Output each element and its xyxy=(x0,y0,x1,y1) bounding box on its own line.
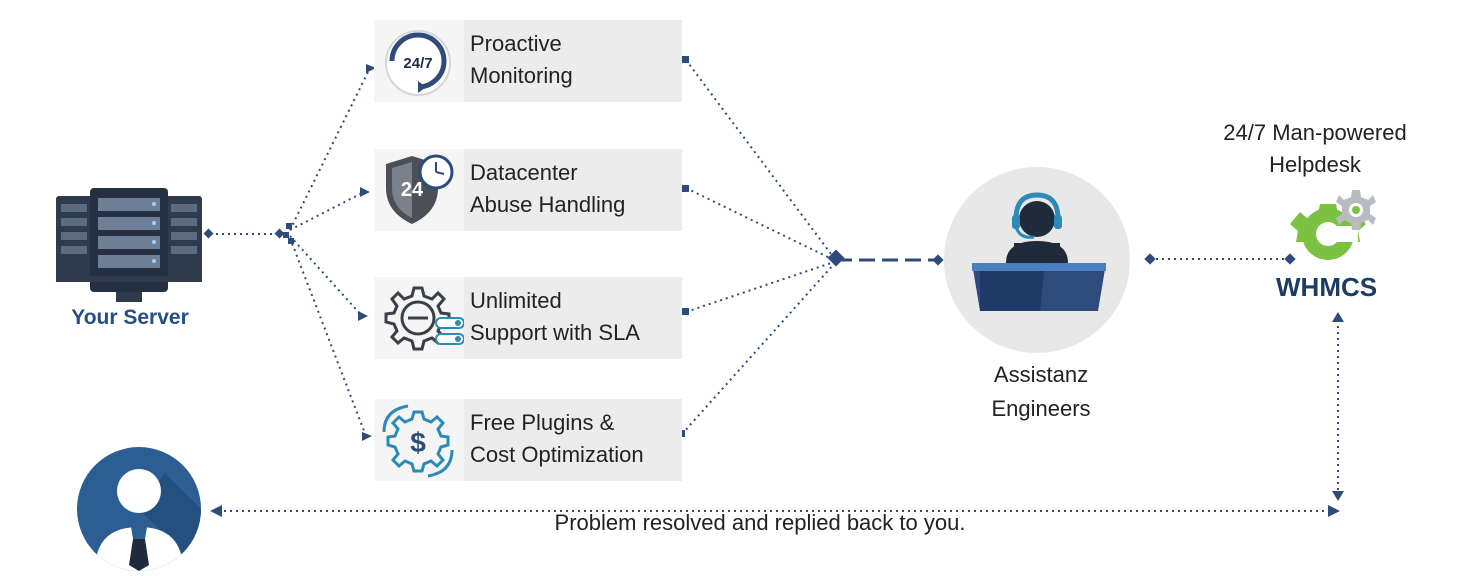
service-label-line2: Cost Optimization xyxy=(470,442,644,467)
shield-24-clock-icon: 24 xyxy=(374,149,464,231)
service-label-line2: Monitoring xyxy=(470,63,573,88)
resolution-message: Problem resolved and replied back to you… xyxy=(554,510,966,535)
user-avatar-icon xyxy=(77,447,201,571)
svg-text:24: 24 xyxy=(401,179,424,201)
service-abuse-handling: 24 Datacenter Abuse Handling xyxy=(374,149,682,231)
helpdesk-title-line2: Helpdesk xyxy=(1269,152,1361,177)
helpdesk-title-line1: 24/7 Man-powered xyxy=(1223,120,1407,145)
service-label-line1: Datacenter xyxy=(470,160,578,185)
service-proactive-monitoring: 24/7 Proactive Monitoring xyxy=(374,20,682,102)
service-label-line1: Proactive xyxy=(470,31,562,56)
server-rack-icon xyxy=(56,188,202,306)
service-free-plugins: $ Free Plugins & Cost Optimization xyxy=(374,399,682,481)
service-label-line2: Abuse Handling xyxy=(470,192,626,217)
engineers-label-line2: Engineers xyxy=(991,396,1091,421)
svg-text:$: $ xyxy=(410,427,426,458)
gear-toggle-icon xyxy=(374,277,464,359)
service-label-line1: Free Plugins & xyxy=(470,410,615,435)
service-label-line1: Unlimited xyxy=(470,288,562,313)
dollar-gear-icon: $ xyxy=(374,399,464,481)
whmcs-logo-text: WHMCS xyxy=(1276,272,1378,302)
24-7-clock-icon: 24/7 xyxy=(374,20,464,102)
server-label: Your Server xyxy=(71,306,189,329)
service-unlimited-support: Unlimited Support with SLA xyxy=(374,277,682,359)
service-label-line2: Support with SLA xyxy=(470,320,640,345)
svg-text:24/7: 24/7 xyxy=(403,55,432,72)
engineers-label-line1: Assistanz xyxy=(993,362,1089,387)
whmcs-gear-icon xyxy=(1270,188,1410,308)
support-agent-icon xyxy=(944,167,1130,353)
